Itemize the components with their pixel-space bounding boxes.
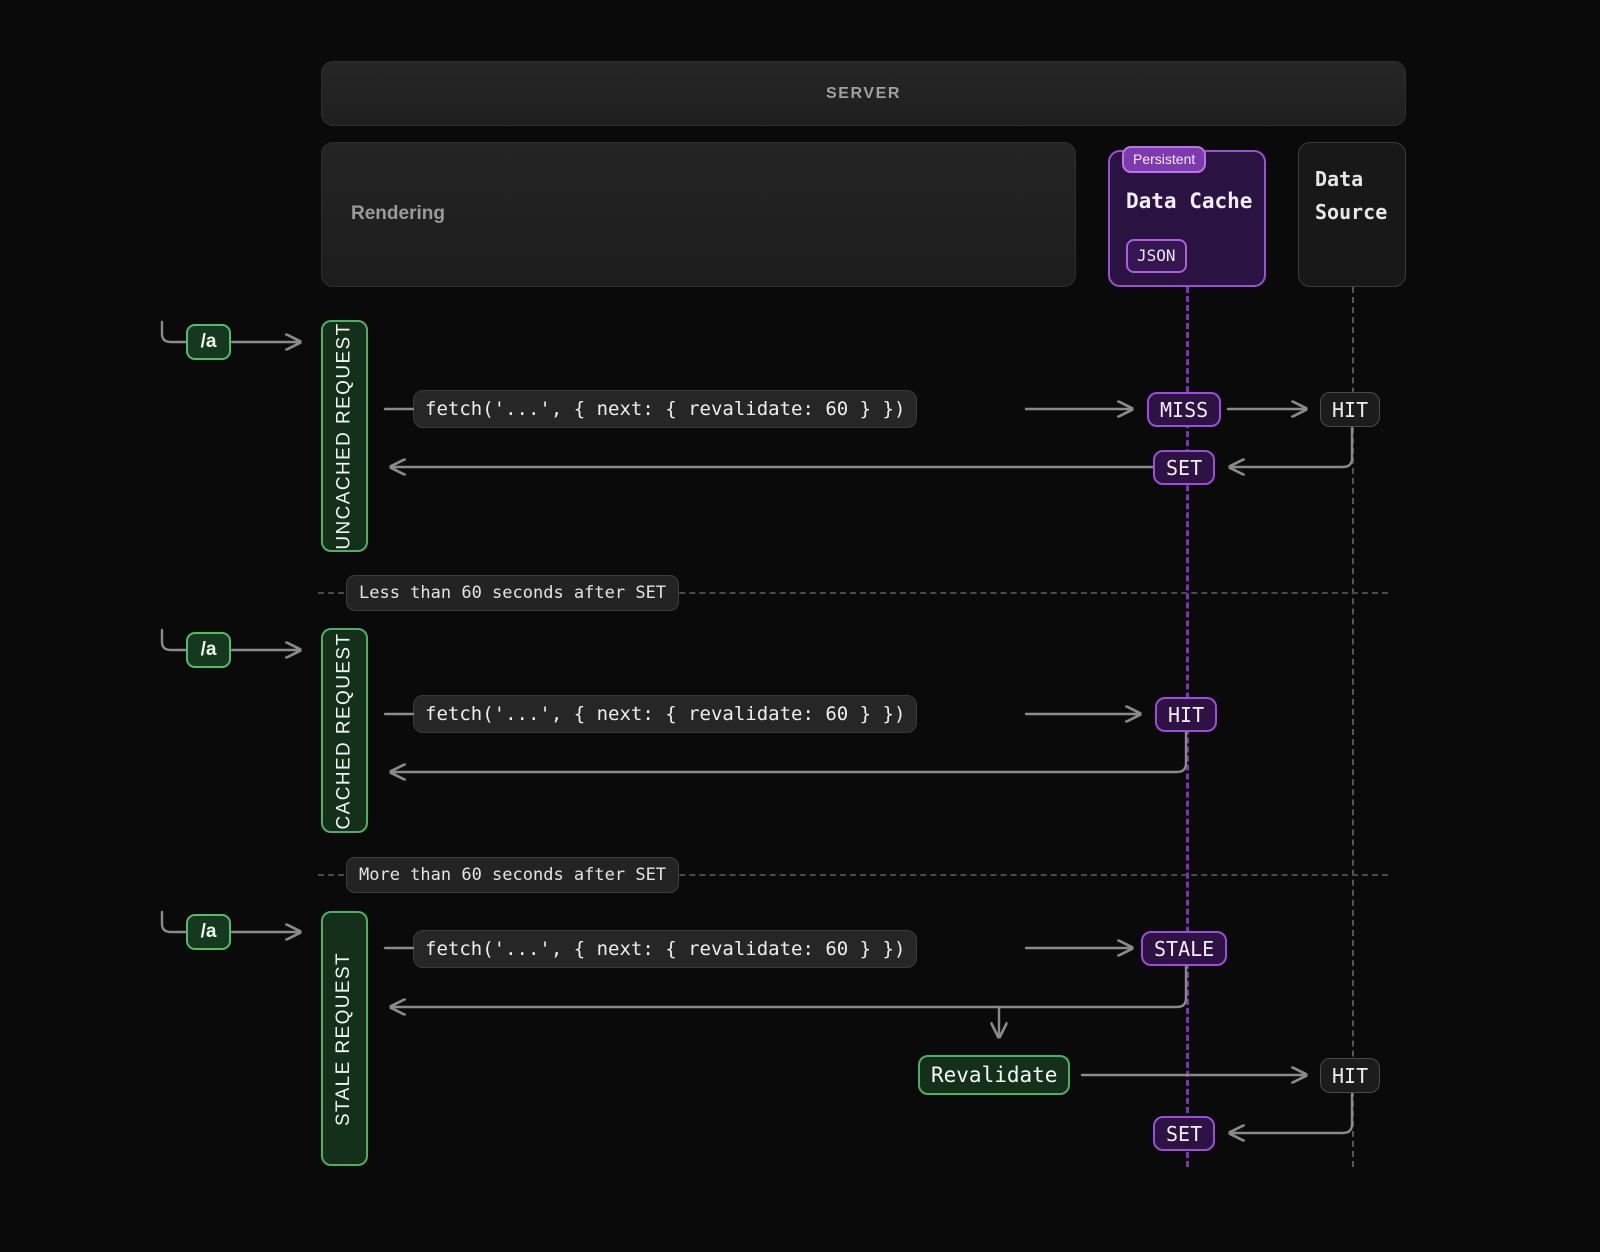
request-bar-label: CACHED REQUEST <box>333 632 355 829</box>
stale-to-bar <box>391 964 1188 1007</box>
request-bar-uncached: UNCACHED REQUEST <box>321 320 368 552</box>
badge-miss-label: MISS <box>1160 397 1209 422</box>
source-hit-to-set <box>1230 426 1354 467</box>
server-label: SERVER <box>825 84 902 102</box>
badge-revalidate: Revalidate <box>918 1055 1071 1095</box>
route-elbow-uncached <box>160 320 188 344</box>
badge-set-uncached: SET <box>1153 450 1216 485</box>
fetch-code-stale: fetch('...', { next: { revalidate: 60 } … <box>413 930 918 968</box>
fetch-code-text: fetch('...', { next: { revalidate: 60 } … <box>425 703 906 725</box>
data-source-title: Data Source <box>1315 163 1387 229</box>
json-chip: JSON <box>1126 239 1187 273</box>
data-source-line2: Source <box>1315 200 1388 224</box>
route-elbow-cached <box>160 628 188 652</box>
badge-stale-label: STALE <box>1154 936 1215 961</box>
data-source-panel: Data Source <box>1298 142 1406 287</box>
badge-set-label: SET <box>1166 455 1203 480</box>
divider-chip-more: More than 60 seconds after SET <box>346 857 680 893</box>
badge-revalidate-label: Revalidate <box>931 1063 1058 1087</box>
fetch-code-text: fetch('...', { next: { revalidate: 60 } … <box>425 398 906 420</box>
persistent-tag: Persistent <box>1122 146 1207 173</box>
badge-set-label: SET <box>1166 1121 1203 1146</box>
server-panel: SERVER <box>321 61 1406 126</box>
rendering-panel: Rendering <box>321 142 1076 287</box>
route-chip-cached[interactable]: /a <box>186 632 231 668</box>
badge-hit-label: HIT <box>1332 1063 1369 1088</box>
data-cache-title: Data Cache <box>1126 189 1253 213</box>
badge-set-stale: SET <box>1153 1116 1216 1151</box>
fetch-code-cached: fetch('...', { next: { revalidate: 60 } … <box>413 695 918 733</box>
request-bar-cached: CACHED REQUEST <box>321 628 368 833</box>
route-elbow-stale <box>160 910 188 934</box>
data-source-lifeline <box>1352 287 1354 1167</box>
divider-line-more <box>318 874 1388 876</box>
route-chip-label: /a <box>200 639 217 660</box>
badge-stale: STALE <box>1141 931 1228 966</box>
source-hit-to-set-stale <box>1230 1092 1354 1133</box>
fetch-code-uncached: fetch('...', { next: { revalidate: 60 } … <box>413 390 918 428</box>
divider-chip-less: Less than 60 seconds after SET <box>346 575 680 611</box>
badge-hit-source-uncached: HIT <box>1320 392 1381 427</box>
request-bar-label: STALE REQUEST <box>333 951 355 1126</box>
request-bar-stale: STALE REQUEST <box>321 911 368 1166</box>
request-bar-label: UNCACHED REQUEST <box>333 322 355 550</box>
route-chip-stale[interactable]: /a <box>186 914 231 950</box>
badge-hit-cache-cached: HIT <box>1155 697 1218 732</box>
route-chip-label: /a <box>200 331 217 352</box>
route-chip-label: /a <box>200 921 217 942</box>
divider-chip-label: More than 60 seconds after SET <box>359 865 667 885</box>
rendering-label: Rendering <box>351 203 445 224</box>
divider-chip-label: Less than 60 seconds after SET <box>359 583 667 603</box>
route-chip-uncached[interactable]: /a <box>186 324 231 360</box>
badge-hit-label: HIT <box>1332 397 1369 422</box>
divider-line-less <box>318 592 1388 594</box>
fetch-code-text: fetch('...', { next: { revalidate: 60 } … <box>425 938 906 960</box>
badge-hit-label: HIT <box>1168 702 1205 727</box>
badge-hit-source-stale: HIT <box>1320 1058 1381 1093</box>
badge-miss: MISS <box>1147 392 1222 427</box>
cache-hit-to-bar <box>391 730 1188 772</box>
data-source-line1: Data <box>1315 167 1364 191</box>
